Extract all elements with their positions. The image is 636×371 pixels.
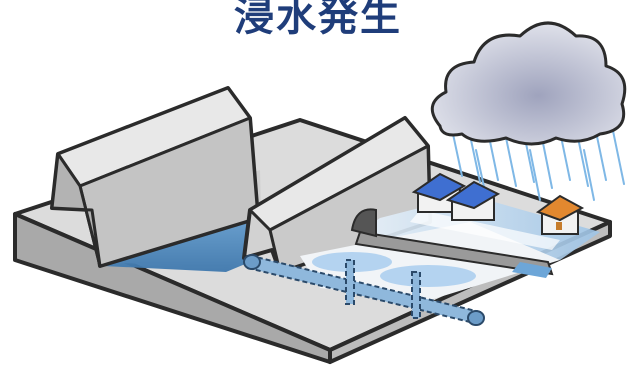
- page-title: 浸水発生: [234, 0, 402, 40]
- cloud-icon: [430, 21, 627, 146]
- inlet-icon: [350, 208, 377, 238]
- house-icon: [411, 172, 585, 235]
- pipe-icon: [243, 254, 485, 326]
- drain-channel: [354, 230, 554, 278]
- left-levee: [50, 86, 260, 268]
